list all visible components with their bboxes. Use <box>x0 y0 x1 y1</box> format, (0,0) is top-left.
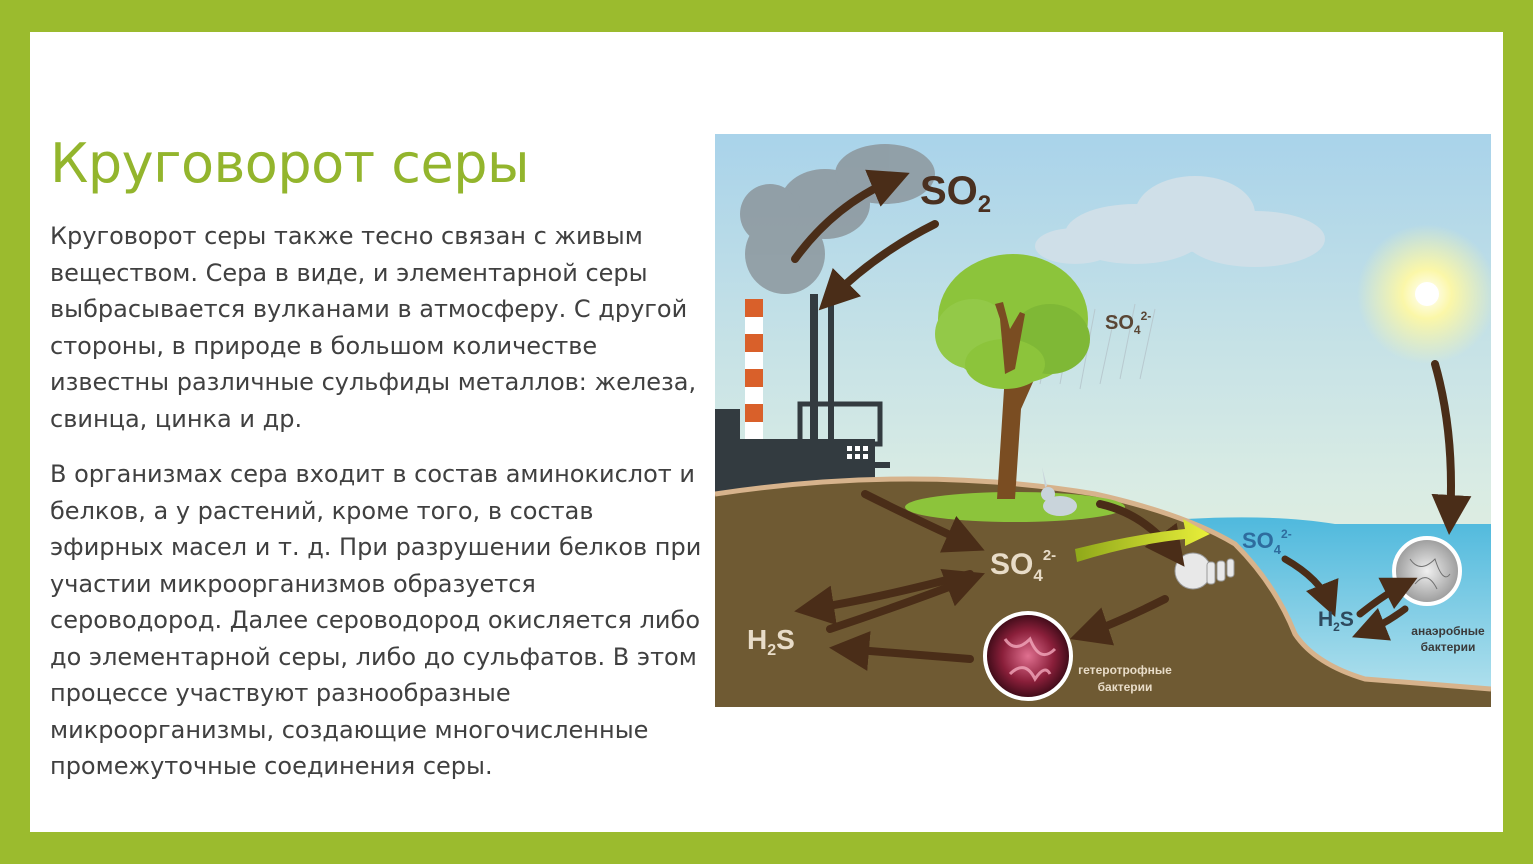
arrow-sun-to-sea <box>1431 360 1472 535</box>
heterotrophic-bacteria-image <box>983 611 1073 701</box>
label-heterotrophic-1: гетеротрофные <box>1078 663 1172 677</box>
label-h2s-water: H2S <box>1318 608 1354 634</box>
arrows <box>791 169 1472 671</box>
label-anaerobic-2: бактерии <box>1421 640 1476 654</box>
rabbit <box>1041 467 1077 516</box>
arrow-bone-to-bacteria <box>1069 595 1169 646</box>
slide: Круговорот серы Круговорот серы также те… <box>30 32 1503 832</box>
arrow-grass-to-so4 <box>861 490 985 553</box>
paragraph-1: Круговорот серы также тесно связан с жив… <box>50 222 697 433</box>
sulfur-cycle-diagram: SO2 SO42- SO42- SO42- H2S H2S гетеротроф… <box>715 134 1491 707</box>
slide-title: Круговорот серы <box>50 132 530 195</box>
arrow-anaerobic-to-h2s <box>1352 605 1409 641</box>
label-so4-rain: SO42- <box>1105 309 1151 337</box>
arrow-bacteria-to-h2s <box>829 631 974 671</box>
anaerobic-bacteria-image <box>1392 536 1462 606</box>
label-so2: SO2 <box>920 169 991 218</box>
label-h2s-soil: H2S <box>747 624 795 659</box>
paragraph-2: В организмах сера входит в состав аминок… <box>50 460 702 780</box>
label-anaerobic-1: анаэробные <box>1411 624 1485 638</box>
arrow-so4-to-bone <box>1075 519 1210 562</box>
cloud <box>1035 176 1325 267</box>
label-heterotrophic-2: бактерии <box>1098 680 1153 694</box>
slide-body: Круговорот серы также тесно связан с жив… <box>50 218 710 804</box>
ground <box>715 479 1491 707</box>
arrow-tree-to-bone <box>1096 500 1185 567</box>
tree <box>935 254 1090 499</box>
arrow-factory-to-so2 <box>791 169 910 263</box>
arrow-so4-water-to-h2s <box>1281 555 1339 617</box>
label-so4-water: SO42- <box>1242 527 1292 557</box>
arrow-h2s-to-so4 <box>826 568 985 633</box>
arrow-so2-to-factory <box>818 220 939 311</box>
label-so4-soil: SO42- <box>990 547 1056 585</box>
